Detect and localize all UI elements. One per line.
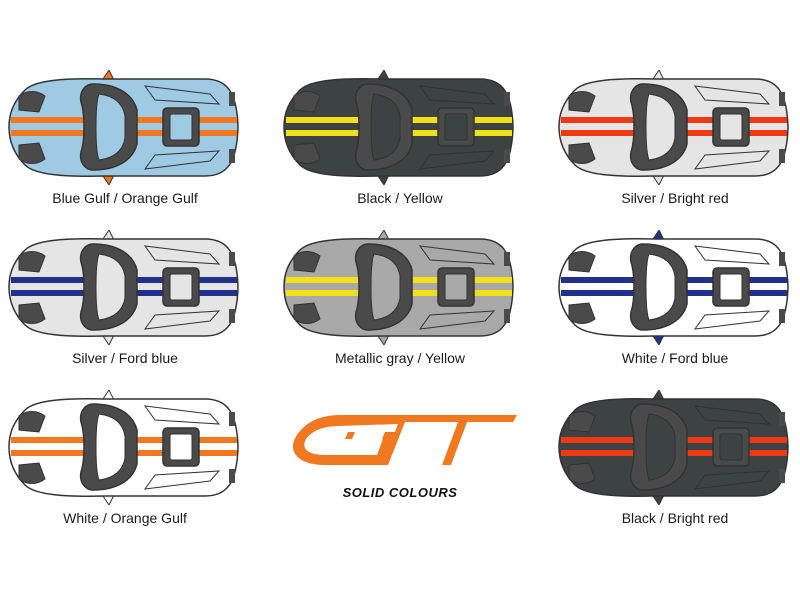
car-top-view [558, 390, 789, 505]
air-channel-bottom [418, 310, 496, 330]
livery-card: Silver / Bright red [555, 70, 795, 220]
air-channel-bottom [143, 470, 221, 490]
livery-card: Blue Gulf / Orange Gulf [5, 70, 245, 220]
headlight-bottom [568, 302, 596, 324]
roof [370, 93, 401, 161]
air-channel-top [418, 245, 496, 265]
taillight-bottom [229, 469, 235, 483]
gt-logo-icon [292, 415, 517, 465]
taillight-top [229, 412, 235, 426]
engine-cover [169, 113, 193, 141]
car-top-view [558, 230, 789, 345]
taillight-top [504, 252, 510, 266]
livery-label: Black / Bright red [621, 510, 729, 526]
air-channel-top [693, 405, 771, 425]
roof [95, 253, 126, 321]
engine-cover [169, 273, 193, 301]
air-channel-bottom [143, 150, 221, 170]
headlight-bottom [568, 142, 596, 164]
taillight-top [779, 92, 785, 106]
livery-label: White / Ford blue [621, 350, 729, 366]
headlight-top [293, 91, 321, 113]
roof [95, 413, 126, 481]
roof [645, 253, 676, 321]
engine-cover [719, 113, 743, 141]
headlight-top [568, 251, 596, 273]
engine-cover [719, 433, 743, 461]
headlight-bottom [18, 462, 46, 484]
engine-cover [444, 113, 468, 141]
roof [645, 93, 676, 161]
headlight-bottom [18, 302, 46, 324]
livery-card: Black / Yellow [280, 70, 520, 220]
car-top-view [558, 70, 789, 185]
taillight-bottom [504, 309, 510, 323]
livery-label: White / Orange Gulf [63, 510, 187, 526]
headlight-top [293, 251, 321, 273]
gt-logo-block: SOLID COLOURS [285, 405, 525, 515]
livery-label: Black / Yellow [357, 190, 443, 206]
livery-label: Silver / Bright red [621, 190, 729, 206]
air-channel-top [693, 245, 771, 265]
taillight-top [229, 252, 235, 266]
logo-subtitle: SOLID COLOURS [342, 485, 458, 500]
air-channel-bottom [693, 310, 771, 330]
taillight-bottom [229, 149, 235, 163]
air-channel-bottom [418, 150, 496, 170]
livery-card: Silver / Ford blue [5, 230, 245, 380]
headlight-top [18, 251, 46, 273]
taillight-bottom [229, 309, 235, 323]
car-top-view [8, 230, 239, 345]
headlight-bottom [568, 462, 596, 484]
livery-card: White / Ford blue [555, 230, 795, 380]
headlight-top [18, 411, 46, 433]
headlight-top [568, 411, 596, 433]
livery-card: Metallic gray / Yellow [280, 230, 520, 380]
air-channel-top [693, 85, 771, 105]
roof [645, 413, 676, 481]
engine-cover [444, 273, 468, 301]
roof [370, 253, 401, 321]
headlight-bottom [18, 142, 46, 164]
taillight-bottom [779, 149, 785, 163]
headlight-bottom [293, 302, 321, 324]
livery-label: Silver / Ford blue [72, 350, 178, 366]
livery-card: White / Orange Gulf [5, 390, 245, 540]
livery-label: Blue Gulf / Orange Gulf [52, 190, 198, 206]
headlight-top [18, 91, 46, 113]
air-channel-bottom [693, 470, 771, 490]
air-channel-top [143, 85, 221, 105]
roof [95, 93, 126, 161]
car-top-view [283, 70, 514, 185]
air-channel-top [143, 245, 221, 265]
livery-card: Black / Bright red [555, 390, 795, 540]
headlight-top [568, 91, 596, 113]
air-channel-bottom [143, 310, 221, 330]
taillight-bottom [779, 469, 785, 483]
taillight-top [779, 412, 785, 426]
taillight-bottom [504, 149, 510, 163]
taillight-top [504, 92, 510, 106]
car-top-view [8, 70, 239, 185]
taillight-top [229, 92, 235, 106]
car-top-view [8, 390, 239, 505]
engine-cover [719, 273, 743, 301]
air-channel-bottom [693, 150, 771, 170]
air-channel-top [418, 85, 496, 105]
air-channel-top [143, 405, 221, 425]
taillight-bottom [779, 309, 785, 323]
livery-label: Metallic gray / Yellow [335, 350, 465, 366]
engine-cover [169, 433, 193, 461]
taillight-top [779, 252, 785, 266]
headlight-bottom [293, 142, 321, 164]
car-top-view [283, 230, 514, 345]
